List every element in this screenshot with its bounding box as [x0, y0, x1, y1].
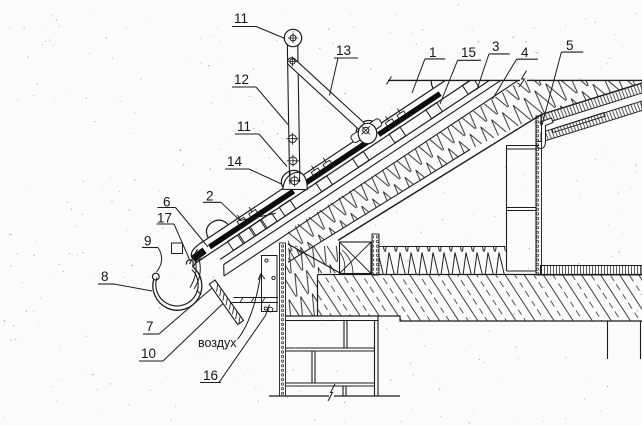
svg-text:воздух: воздух [198, 336, 237, 350]
svg-text:2: 2 [206, 189, 214, 204]
svg-text:13: 13 [336, 43, 351, 58]
svg-text:15: 15 [461, 45, 476, 60]
svg-text:3: 3 [492, 39, 500, 54]
svg-text:12: 12 [234, 72, 249, 87]
svg-text:9: 9 [144, 234, 152, 249]
svg-text:10: 10 [141, 346, 156, 361]
svg-text:1: 1 [429, 45, 437, 60]
svg-text:8: 8 [101, 269, 109, 284]
svg-text:5: 5 [566, 38, 574, 53]
svg-text:6: 6 [163, 195, 171, 210]
svg-text:4: 4 [521, 45, 529, 60]
svg-text:16: 16 [203, 368, 218, 383]
svg-text:11: 11 [237, 119, 251, 134]
svg-text:17: 17 [157, 211, 172, 226]
svg-text:11: 11 [234, 11, 248, 26]
svg-text:14: 14 [227, 154, 243, 169]
svg-text:7: 7 [146, 319, 154, 334]
